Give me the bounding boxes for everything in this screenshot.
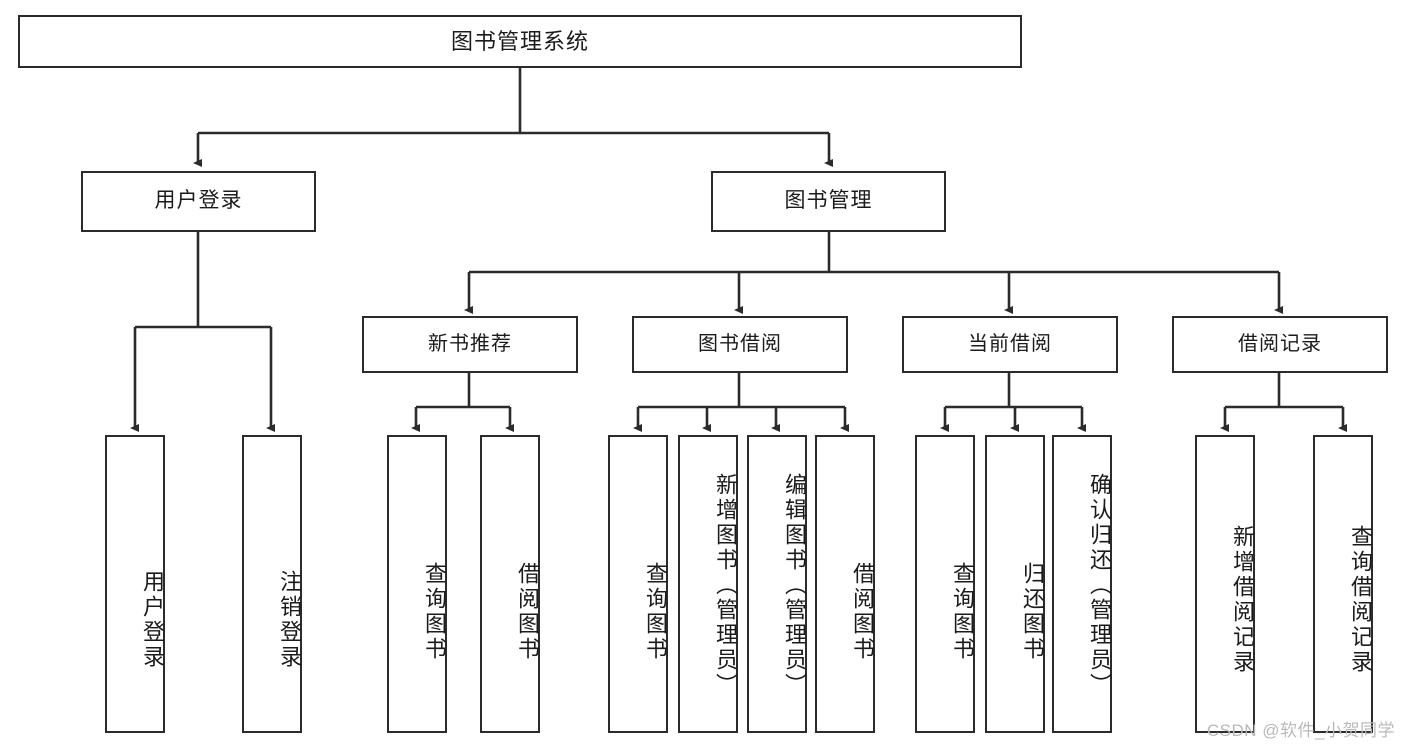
- node-new-book-recommend[interactable]: 新书推荐: [362, 316, 578, 373]
- leaf-book-borrow-borrow-book[interactable]: 借阅图书: [815, 435, 875, 733]
- leaf-book-borrow-add-book-admin[interactable]: 新增图书（管理员）: [678, 435, 738, 733]
- leaf-book-borrow-query-book[interactable]: 查询图书: [608, 435, 668, 733]
- leaf-new-book-borrow-book[interactable]: 借阅图书: [480, 435, 540, 733]
- leaf-user-login-logout[interactable]: 注销登录: [242, 435, 302, 733]
- leaf-book-borrow-edit-book-admin[interactable]: 编辑图书（管理员）: [747, 435, 807, 733]
- node-borrow-record[interactable]: 借阅记录: [1172, 316, 1388, 373]
- node-book-borrow[interactable]: 图书借阅: [632, 316, 848, 373]
- leaf-borrow-record-query-record[interactable]: 查询借阅记录: [1313, 435, 1373, 733]
- leaf-current-borrow-query-book[interactable]: 查询图书: [915, 435, 975, 733]
- leaf-current-borrow-return-book[interactable]: 归还图书: [985, 435, 1045, 733]
- leaf-borrow-record-add-record[interactable]: 新增借阅记录: [1195, 435, 1255, 733]
- leaf-user-login-login[interactable]: 用户登录: [105, 435, 165, 733]
- node-user-login[interactable]: 用户登录: [81, 171, 316, 232]
- node-root-system[interactable]: 图书管理系统: [18, 15, 1022, 68]
- watermark-text: CSDN @软件_小贺同学: [1206, 721, 1395, 740]
- leaf-new-book-query-book[interactable]: 查询图书: [387, 435, 447, 733]
- node-book-management[interactable]: 图书管理: [711, 171, 946, 232]
- leaf-current-borrow-confirm-return-admin[interactable]: 确认归还（管理员）: [1052, 435, 1112, 733]
- node-current-borrow[interactable]: 当前借阅: [902, 316, 1118, 373]
